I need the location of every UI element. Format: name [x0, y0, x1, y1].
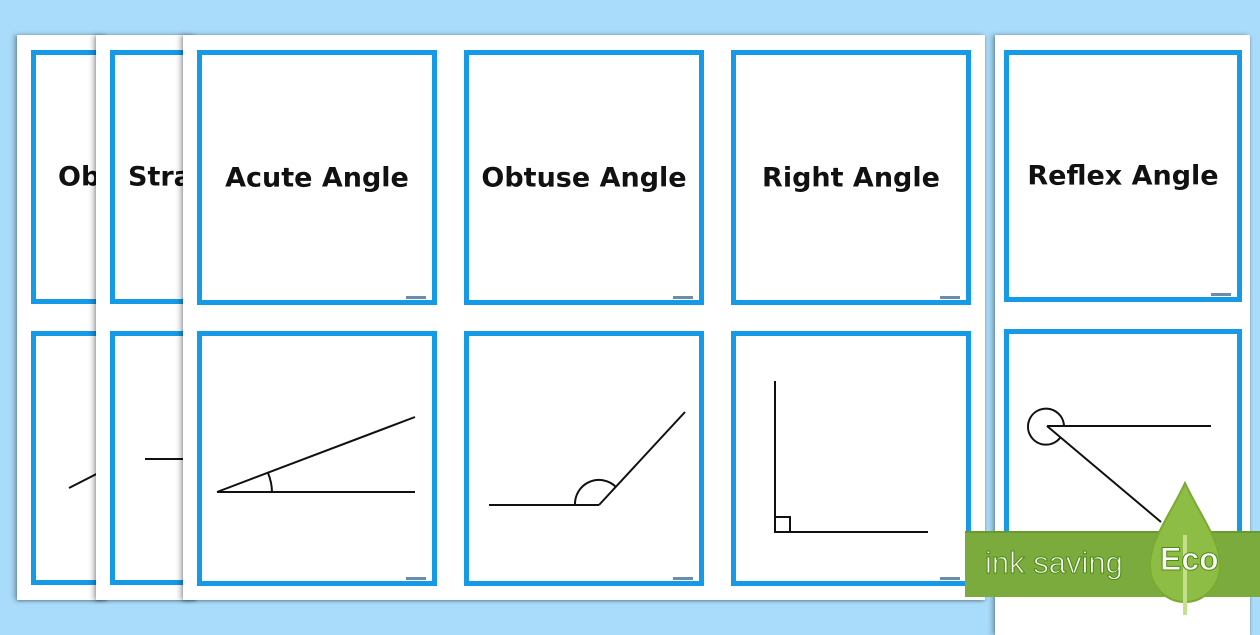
acute-angle-diagram — [216, 416, 416, 493]
sheet-back-1: Ob — [17, 35, 107, 600]
card-reflex-angle: Reflex Angle — [1004, 50, 1242, 302]
sheet-front: Acute Angle Obtuse Angle Right Angle — [183, 35, 985, 600]
card-acute-angle: Acute Angle — [197, 50, 437, 305]
card-obtuse-diagram — [464, 331, 704, 586]
card-obtuse-angle: Obtuse Angle — [464, 50, 704, 305]
card-right-angle: Right Angle — [731, 50, 971, 305]
right-angle-diagram — [774, 381, 928, 533]
obtuse-angle-diagram — [489, 411, 686, 506]
eco-leaf-icon — [1150, 480, 1222, 615]
card-right-diagram — [731, 331, 971, 586]
card-title-partial: Ob — [31, 50, 107, 304]
sheet-back-2: Stra — [96, 35, 196, 600]
card-title-partial: Stra — [110, 50, 196, 304]
card-diagram-partial — [110, 331, 196, 585]
card-acute-diagram — [197, 331, 437, 586]
eco-label: Eco — [1160, 541, 1220, 578]
reflex-angle-diagram — [1027, 407, 1211, 523]
card-diagram-partial — [31, 331, 107, 585]
